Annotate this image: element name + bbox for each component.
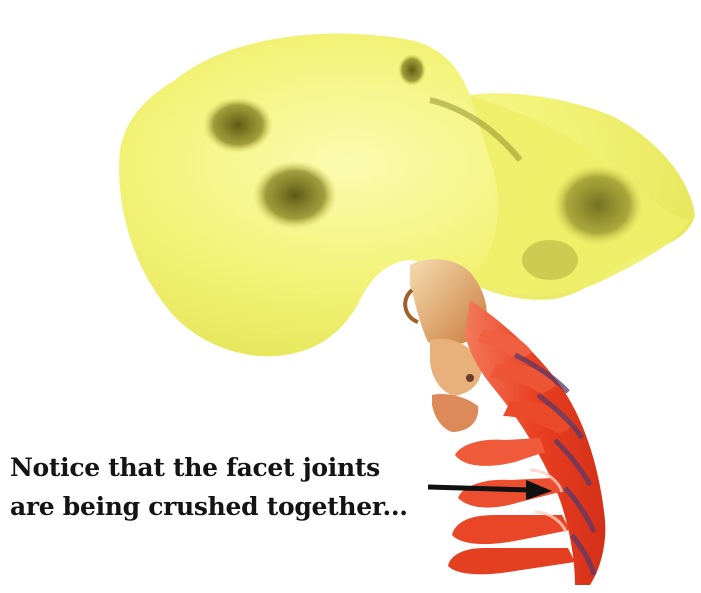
cervical-spine <box>448 300 605 585</box>
caption-line-2: are being crushed together... <box>10 487 430 526</box>
cheek-shadow <box>253 161 337 229</box>
jaw-shadow <box>553 165 643 245</box>
foramen-shadow <box>398 54 426 86</box>
figure-caption: Notice that the facet joints are being c… <box>10 448 430 526</box>
caption-line-1: Notice that the facet joints <box>10 448 430 487</box>
orbit-shadow <box>203 97 273 153</box>
